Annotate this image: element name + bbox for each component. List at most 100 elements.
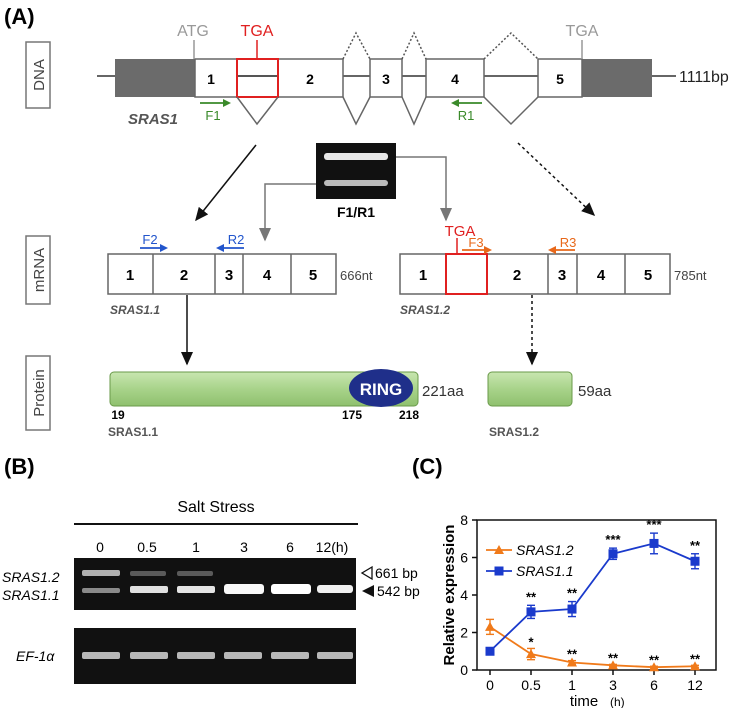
data-point-triangle: [526, 649, 536, 659]
legend-label-0: SRAS1.2: [516, 542, 574, 558]
band-filled-arrow: [362, 585, 374, 597]
protein-left-length: 221aa: [422, 383, 464, 400]
dna-exon-2-label: 2: [306, 71, 314, 87]
y-tick-label: 6: [460, 550, 468, 566]
gel-label-ef1a: EF-1α: [16, 648, 55, 664]
dna-gene-model: [97, 31, 676, 126]
protein-pos-end: 218: [399, 408, 419, 422]
significance-label: ***: [646, 517, 662, 532]
gel-arrow-right: [396, 156, 452, 222]
significance-label: **: [526, 589, 537, 604]
significance-label: **: [608, 650, 619, 665]
x-axis-label: time: [570, 693, 598, 708]
band-open-arrow: [360, 565, 373, 581]
data-point-triangle: [608, 660, 618, 670]
dna-tga-gray-label: TGA: [566, 23, 599, 40]
mrna-right-exon-2: 2: [513, 267, 521, 284]
y-tick-label: 2: [460, 625, 468, 641]
dna-exon-5: [537, 58, 583, 98]
data-point-triangle: [485, 621, 495, 631]
ring-domain: [349, 369, 413, 407]
protein-right-length: 59aa: [578, 383, 612, 400]
ring-domain-label: RING: [360, 380, 403, 399]
gel-inset-f1r1: [316, 143, 396, 199]
mrna-left-exon-4: 4: [263, 267, 272, 284]
primer-r2-label: R2: [228, 232, 245, 247]
legend-marker-triangle: [494, 545, 504, 554]
mrna-right-exon-5: 5: [644, 267, 652, 284]
data-point-square: [567, 604, 577, 614]
data-point-triangle: [567, 657, 577, 667]
series-line-1: [489, 542, 696, 652]
protein-sras1-2-bar: [487, 371, 573, 407]
legend-marker-square: [494, 566, 504, 576]
y-tick-label: 0: [460, 662, 468, 678]
x-tick-label: 3: [609, 677, 617, 693]
protein-row-label: Protein: [31, 369, 48, 417]
significance-label: ***: [605, 532, 621, 547]
plot-frame: [476, 519, 717, 671]
y-tick-label: 4: [460, 587, 468, 603]
primer-r1-label: R1: [458, 108, 475, 123]
dna-length-label: 1111bp: [679, 69, 729, 86]
dna-exon-3-label: 3: [382, 71, 390, 87]
y-tick-label: 8: [460, 512, 468, 528]
lane-label-1: 1: [192, 539, 200, 555]
x-tick-label: 0.5: [521, 677, 541, 693]
dna-utr-right: [582, 59, 652, 97]
dna-row-label: DNA: [31, 59, 48, 91]
dna-exon-3: [369, 58, 403, 98]
mrna-left-exon-3: 3: [225, 267, 233, 284]
mrna-left-exon-2: 2: [180, 267, 188, 284]
x-tick-label: 0: [486, 677, 494, 693]
dna-gene-name: SRAS1: [128, 111, 178, 128]
x-tick-label: 1: [568, 677, 576, 693]
dna-exon-4-label: 4: [451, 71, 459, 87]
panel-b-title: Salt Stress: [177, 499, 254, 516]
mrna-row-label: mRNA: [31, 248, 48, 292]
data-point-triangle: [649, 662, 659, 672]
mrna-right-tga-label: TGA: [445, 223, 476, 240]
lane-label-0: 0: [96, 539, 104, 555]
gel-bottom: [74, 628, 356, 684]
data-point-square: [526, 607, 536, 617]
mrna-left-exon-5: 5: [309, 267, 317, 284]
protein-left-name: SRAS1.1: [108, 425, 158, 439]
primer-f3-label: F3: [468, 235, 483, 250]
series-line-0: [489, 626, 696, 669]
mrna-left-name: SRAS1.1: [110, 303, 160, 317]
significance-label: **: [690, 538, 701, 553]
primer-f1-label: F1: [205, 108, 220, 123]
mrna-left-length: 666nt: [340, 268, 373, 283]
dna-row-label-box: DNA: [25, 41, 51, 109]
data-point-square: [608, 549, 618, 559]
data-point-square: [485, 646, 495, 656]
primer-f2-label: F2: [142, 232, 157, 247]
band-label-542: 542 bp: [377, 583, 420, 599]
lane-label-0-5: 0.5: [137, 539, 157, 555]
lane-label-12: 12(h): [316, 539, 349, 555]
mrna-right-length: 785nt: [674, 268, 707, 283]
mrna-row-label-box: mRNA: [25, 235, 51, 305]
gel-label-sras1-2: SRAS1.2: [2, 569, 60, 585]
dna-utr-left: [115, 59, 195, 97]
panel-c-label: (C): [412, 454, 443, 479]
significance-label: **: [567, 647, 578, 662]
significance-label: **: [567, 586, 578, 601]
mrna-right-exon-1: 1: [419, 267, 427, 284]
legend-label-1: SRAS1.1: [516, 563, 574, 579]
protein-row-label-box: Protein: [25, 355, 51, 431]
primer-r3-label: R3: [560, 235, 577, 250]
significance-label: **: [690, 651, 701, 666]
mrna-right-name: SRAS1.2: [400, 303, 450, 317]
lane-label-3: 3: [240, 539, 248, 555]
dna-exon-5-label: 5: [556, 71, 564, 87]
significance-label: *: [528, 634, 534, 649]
dna-exon-1-label: 1: [207, 71, 215, 87]
gel-top: [74, 558, 356, 610]
dna-tga-red-label: TGA: [241, 23, 274, 40]
mrna-right-exon-3: 3: [558, 267, 566, 284]
lane-label-6: 6: [286, 539, 294, 555]
